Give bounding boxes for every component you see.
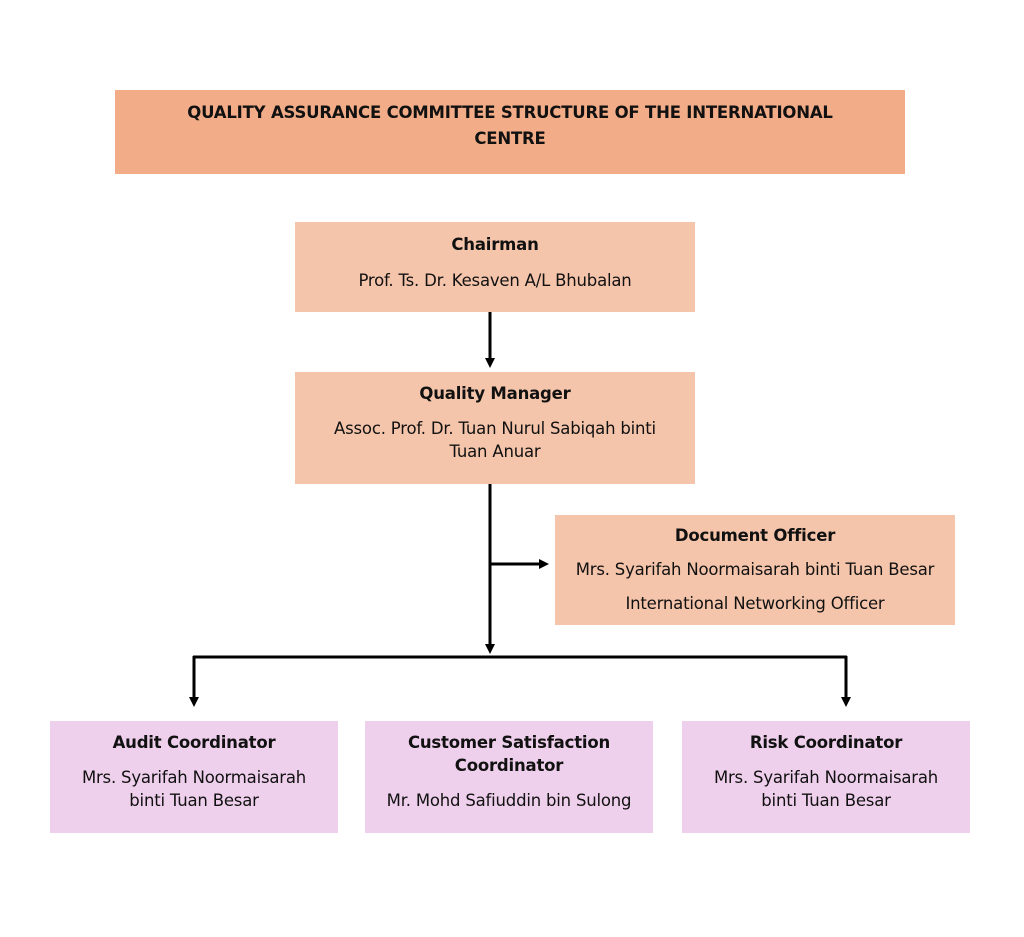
node-person: Mrs. Syarifah Noormaisarah binti Tuan Be…: [575, 560, 935, 579]
chart-title-banner: QUALITY ASSURANCE COMMITTEE STRUCTURE OF…: [115, 90, 905, 174]
node-risk-coordinator: Risk Coordinator Mrs. Syarifah Noormaisa…: [682, 721, 970, 833]
node-document-officer: Document Officer Mrs. Syarifah Noormaisa…: [555, 515, 955, 625]
node-role: Quality Manager: [419, 384, 571, 403]
node-customer-satisfaction-coordinator: Customer Satisfaction Coordinator Mr. Mo…: [365, 721, 653, 833]
node-quality-manager: Quality Manager Assoc. Prof. Dr. Tuan Nu…: [295, 372, 695, 484]
node-person: Prof. Ts. Dr. Kesaven A/L Bhubalan: [358, 271, 632, 290]
node-subtitle: International Networking Officer: [625, 594, 885, 613]
node-chairman: Chairman Prof. Ts. Dr. Kesaven A/L Bhuba…: [295, 222, 695, 312]
node-role: Audit Coordinator: [112, 733, 276, 752]
node-role: Risk Coordinator: [749, 733, 903, 752]
node-role: Chairman: [451, 235, 539, 254]
node-person: Mr. Mohd Safiuddin bin Sulong: [386, 791, 632, 810]
node-role: Document Officer: [674, 526, 836, 545]
node-role: Customer Satisfaction Coordinator: [407, 733, 611, 775]
node-person: Assoc. Prof. Dr. Tuan Nurul Sabiqah bint…: [334, 419, 656, 461]
node-person: Mrs. Syarifah Noormaisarah binti Tuan Be…: [81, 768, 307, 810]
node-person: Mrs. Syarifah Noormaisarah binti Tuan Be…: [713, 768, 939, 810]
chart-title: QUALITY ASSURANCE COMMITTEE STRUCTURE OF…: [187, 103, 833, 148]
node-audit-coordinator: Audit Coordinator Mrs. Syarifah Noormais…: [50, 721, 338, 833]
